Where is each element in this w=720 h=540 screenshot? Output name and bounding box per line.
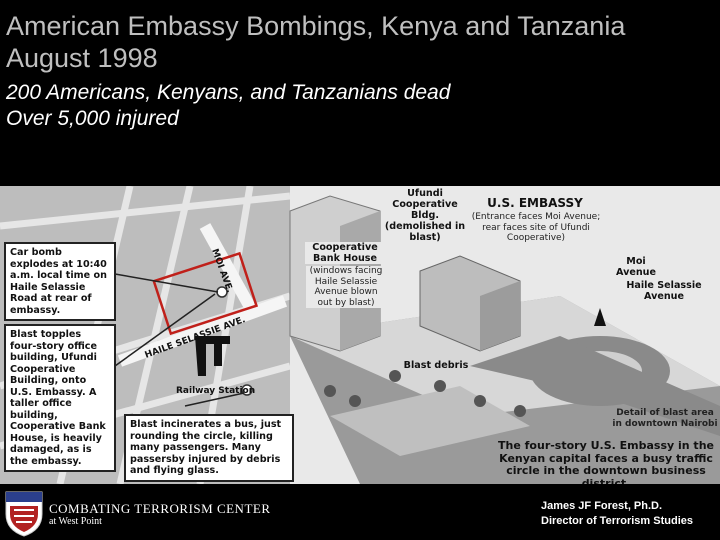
blast-area-box bbox=[152, 251, 259, 336]
road-right bbox=[470, 336, 720, 436]
org-sub: at West Point bbox=[49, 516, 102, 527]
subtitle-line-2: Over 5,000 injured bbox=[6, 107, 179, 130]
label-embassy-title: U.S. EMBASSY bbox=[487, 196, 583, 210]
embassy-side bbox=[480, 281, 520, 351]
label-detail: Detail of blast area in downtown Nairobi bbox=[612, 408, 718, 429]
label-coop-bank-title: Cooperative Bank House bbox=[305, 242, 385, 264]
slide-subtitle: 200 Americans, Kenyans, and Tanzanians d… bbox=[6, 80, 450, 132]
railway-station-shape bbox=[195, 336, 230, 376]
map-streets bbox=[0, 186, 292, 484]
bus-marker bbox=[241, 384, 253, 396]
org-name: COMBATING TERRORISM CENTER bbox=[49, 501, 271, 516]
label-embassy-desc: (Entrance faces Moi Avenue; rear faces s… bbox=[471, 212, 601, 243]
author-name: James JF Forest, Ph.D. bbox=[541, 500, 663, 512]
illustration-drawing: MOI AVE. HAILE SELASSIE AVE. Railway Sta… bbox=[0, 186, 720, 484]
author-block: James JF Forest, Ph.D. Director of Terro… bbox=[541, 499, 693, 529]
callout-car-bomb: Car bomb explodes at 10:40 a.m. local ti… bbox=[4, 242, 116, 321]
trees bbox=[324, 370, 526, 417]
footer-bar bbox=[0, 484, 720, 540]
map-main-roads bbox=[117, 223, 288, 367]
callout-bus: Blast incinerates a bus, just rounding t… bbox=[124, 414, 294, 482]
callout-blast-topples: Blast topples four-story office building… bbox=[4, 324, 116, 472]
label-ufundi: Ufundi Cooperative Bldg. (demolished in … bbox=[384, 188, 466, 243]
blast-area-illustration: MOI AVE. HAILE SELASSIE AVE. Railway Sta… bbox=[0, 186, 720, 484]
title-line-1: American Embassy Bombings, Kenya and Tan… bbox=[6, 11, 626, 41]
label-coop-bank-desc: (windows facing Haile Selassie Avenue bl… bbox=[306, 266, 386, 308]
map-railway-label: Railway Station bbox=[176, 386, 255, 396]
author-title: Director of Terrorism Studies bbox=[541, 515, 693, 527]
label-moi-avenue: Moi Avenue bbox=[615, 256, 656, 278]
north-arrow-icon bbox=[594, 308, 606, 326]
slide-title: American Embassy Bombings, Kenya and Tan… bbox=[6, 10, 625, 74]
label-blast-debris: Blast debris bbox=[403, 360, 469, 371]
west-point-shield-icon bbox=[5, 491, 43, 537]
title-line-2: August 1998 bbox=[6, 43, 158, 73]
label-haile-avenue: Haile Selassie Avenue bbox=[626, 280, 702, 302]
callout-pointers bbox=[114, 273, 245, 407]
label-caption: The four-story U.S. Embassy in the Kenya… bbox=[498, 439, 714, 484]
subtitle-line-1: 200 Americans, Kenyans, and Tanzanians d… bbox=[6, 81, 451, 104]
